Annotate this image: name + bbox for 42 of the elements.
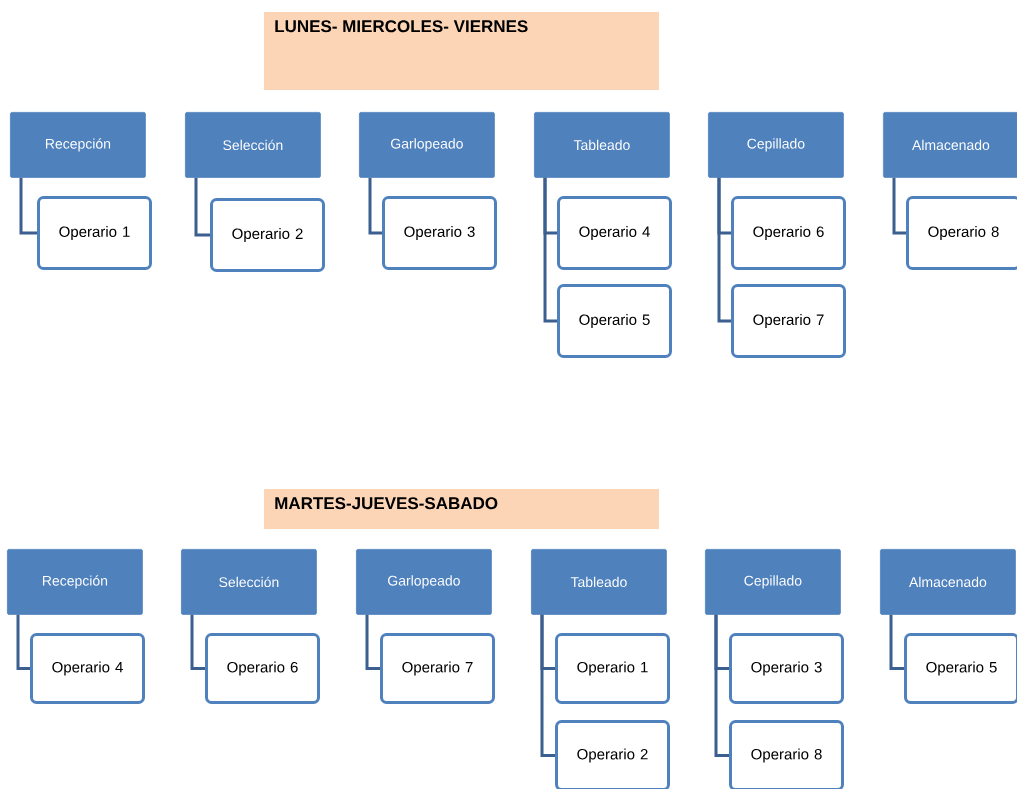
connector <box>190 614 205 670</box>
connector <box>365 614 380 670</box>
worker-box: Operario 1 <box>555 633 670 704</box>
stage-box: Garlopeado <box>359 112 495 178</box>
worker-box: Operario 8 <box>729 720 844 789</box>
stage-box: Tableado <box>531 549 667 615</box>
worker-box: Operario 5 <box>557 284 672 358</box>
connector <box>892 177 906 235</box>
stage-box: Tableado <box>534 112 670 178</box>
connector <box>714 614 729 757</box>
connector <box>368 177 382 235</box>
stage-box: Cepillado <box>705 549 841 615</box>
connector <box>19 177 37 235</box>
worker-box: Operario 3 <box>382 196 497 270</box>
worker-box: Operario 4 <box>557 196 672 270</box>
stage-box: Garlopeado <box>356 549 492 615</box>
title-band: LUNES- MIERCOLES- VIERNES <box>264 12 659 90</box>
stage-box: Selección <box>181 549 317 615</box>
stage-box: Almacenado <box>883 112 1017 178</box>
stage-box: Recepción <box>7 549 143 615</box>
worker-box: Operario 4 <box>30 633 145 704</box>
worker-box: Operario 1 <box>37 196 152 270</box>
connector <box>540 614 555 757</box>
connector <box>717 177 731 323</box>
connector <box>194 177 210 237</box>
worker-box: Operario 5 <box>904 633 1017 704</box>
connector <box>543 177 557 323</box>
stage-box: Selección <box>185 112 321 178</box>
worker-box: Operario 3 <box>729 633 844 704</box>
title-band: MARTES-JUEVES-SABADO <box>264 489 659 529</box>
worker-box: Operario 2 <box>555 720 670 789</box>
connector <box>16 614 30 670</box>
worker-box: Operario 6 <box>731 196 846 270</box>
worker-box: Operario 7 <box>380 633 495 704</box>
worker-box: Operario 2 <box>210 198 325 272</box>
stage-box: Almacenado <box>880 549 1016 615</box>
stage-box: Cepillado <box>708 112 844 178</box>
stage-box: Recepción <box>10 112 146 178</box>
worker-box: Operario 6 <box>205 633 320 704</box>
worker-box: Operario 7 <box>731 284 846 358</box>
worker-box: Operario 8 <box>906 196 1017 270</box>
connector <box>889 614 904 670</box>
